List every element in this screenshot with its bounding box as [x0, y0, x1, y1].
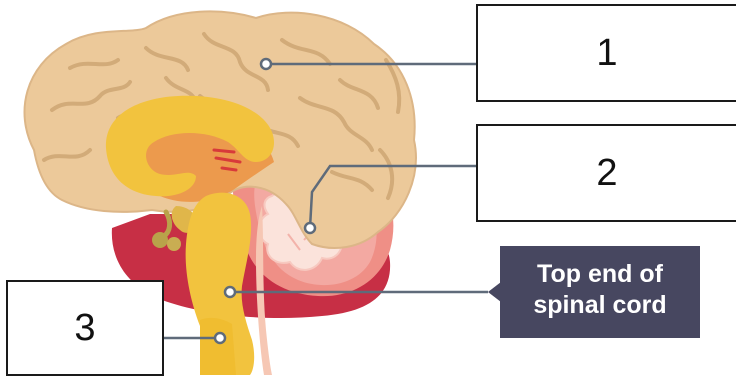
label-box-1[interactable]: 1 [476, 4, 736, 102]
label-box-2[interactable]: 2 [476, 124, 736, 222]
label-box-3[interactable]: 3 [6, 280, 164, 376]
label-box-2-text: 2 [596, 152, 617, 195]
spinal-cord-tag-line-2: spinal cord [500, 290, 700, 321]
spinal-cord [200, 318, 236, 375]
dot-cerebrum [261, 59, 271, 69]
dot-brainstem [215, 333, 225, 343]
dot-cerebellum [305, 223, 315, 233]
spinal-cord-tag: Top end of spinal cord [500, 246, 700, 338]
dot-spinal-cord [225, 287, 235, 297]
label-box-3-text: 3 [74, 307, 95, 350]
spinal-cord-tag-line-1: Top end of [500, 259, 700, 290]
label-box-1-text: 1 [596, 32, 617, 75]
